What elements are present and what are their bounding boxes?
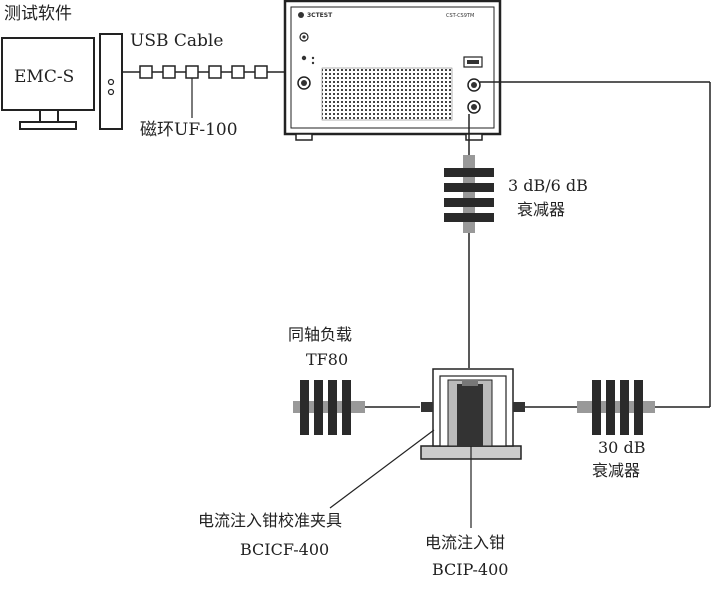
usb-cable (121, 52, 291, 118)
pc-monitor-icon (1, 37, 95, 130)
instrument-chassis: 3CTEST CST-CS9TM (283, 0, 502, 141)
fixture-leader-line (329, 429, 435, 509)
clamp-model: BCIP-400 (432, 560, 509, 579)
current-injection-clamp-icon (447, 379, 493, 447)
vent-grille (321, 67, 453, 121)
fixture-name: 电流注入钳校准夹具 (198, 511, 343, 530)
attenuator-right-icon (577, 380, 655, 435)
indicator-led-icon (301, 55, 307, 61)
rf-cables (362, 81, 711, 408)
coax-load-model: TF80 (306, 350, 349, 369)
power-button-icon (299, 32, 309, 42)
instrument-brand: 3CTEST (307, 12, 333, 19)
attenuator-top-icon (444, 155, 494, 233)
ferrite-label: 磁环UF-100 (140, 120, 238, 140)
attenuator-right-value: 30 dB (598, 438, 646, 457)
instrument-model: CST-CS9TM (446, 13, 474, 19)
software-title: 测试软件 (4, 4, 72, 24)
usb-cable-label: USB Cable (130, 31, 224, 51)
coaxial-load-icon (293, 380, 365, 435)
coax-load-name: 同轴负载 (288, 325, 353, 344)
pc-tower-icon (99, 33, 123, 130)
attenuator-top-value: 3 dB/6 dB (508, 176, 588, 195)
attenuator-top-name: 衰减器 (517, 200, 566, 219)
attenuator-right-name: 衰减器 (592, 461, 641, 480)
pc-label: EMC-S (14, 67, 75, 87)
fixture-model: BCICF-400 (240, 540, 330, 559)
clamp-name: 电流注入钳 (425, 533, 506, 552)
